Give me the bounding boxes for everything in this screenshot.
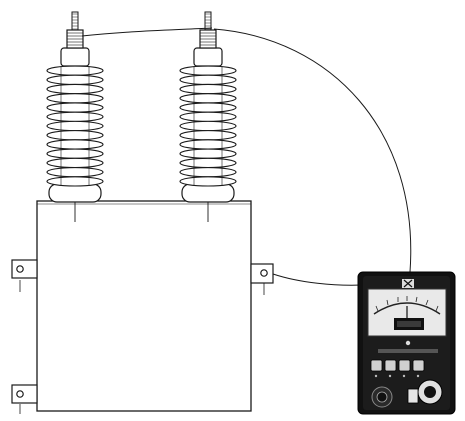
bushing-cap-left bbox=[60, 47, 90, 67]
bushing-shed bbox=[46, 130, 104, 141]
bushing-shed bbox=[46, 93, 104, 104]
mounting-bracket-right-ground bbox=[250, 263, 274, 295]
bushing-shed bbox=[179, 120, 237, 132]
bushing-shed bbox=[46, 176, 104, 187]
bushing-left bbox=[46, 11, 104, 222]
meter-logo bbox=[402, 279, 414, 288]
bushing-right bbox=[179, 11, 237, 222]
bushing-shed bbox=[179, 130, 237, 141]
capacitor-case bbox=[36, 200, 252, 412]
capacitor bbox=[11, 200, 274, 414]
mounting-bracket-bottom-left bbox=[11, 384, 38, 414]
bushing-shed bbox=[179, 157, 237, 169]
wire-between-terminals bbox=[81, 27, 213, 37]
bushing-shed bbox=[179, 148, 237, 159]
meter-button-4[interactable] bbox=[412, 359, 425, 372]
bushing-shed bbox=[46, 157, 104, 169]
bushing-shed bbox=[179, 93, 237, 104]
bushing-shed bbox=[46, 83, 104, 95]
bushing-shed bbox=[46, 139, 104, 150]
test-leads bbox=[81, 27, 412, 286]
bushing-shed bbox=[46, 102, 104, 113]
bushing-shed bbox=[46, 120, 104, 132]
bushing-shed bbox=[179, 83, 237, 95]
bushing-base-left bbox=[48, 183, 102, 203]
megohmmeter bbox=[357, 271, 456, 415]
meter-knob-left[interactable] bbox=[371, 386, 393, 408]
bushing-shed bbox=[179, 102, 237, 113]
bushing-cap-right bbox=[193, 47, 223, 67]
bushing-shed bbox=[179, 176, 237, 187]
bushing-shed bbox=[46, 166, 104, 178]
meter-button-2[interactable] bbox=[384, 359, 397, 372]
bushing-shed bbox=[179, 111, 237, 122]
meter-knob-right[interactable] bbox=[417, 379, 443, 405]
bushing-shed bbox=[46, 148, 104, 159]
meter-button-1[interactable] bbox=[370, 359, 383, 372]
bushing-shed bbox=[179, 139, 237, 150]
bushing-shed bbox=[179, 65, 237, 76]
meter-buttons bbox=[370, 359, 425, 378]
wire-ground-to-meter bbox=[272, 273, 363, 286]
bushing-shed bbox=[179, 74, 237, 86]
wire-terminal-to-meter bbox=[213, 28, 412, 273]
bushing-shed bbox=[46, 111, 104, 122]
mounting-bracket-top-left bbox=[11, 259, 38, 292]
bushing-base-right bbox=[181, 183, 235, 203]
meter-button-3[interactable] bbox=[398, 359, 411, 372]
bushing-shed bbox=[46, 74, 104, 86]
meter-scale-arc bbox=[373, 302, 441, 315]
bushing-shed bbox=[179, 166, 237, 178]
bushing-shed bbox=[46, 65, 104, 76]
